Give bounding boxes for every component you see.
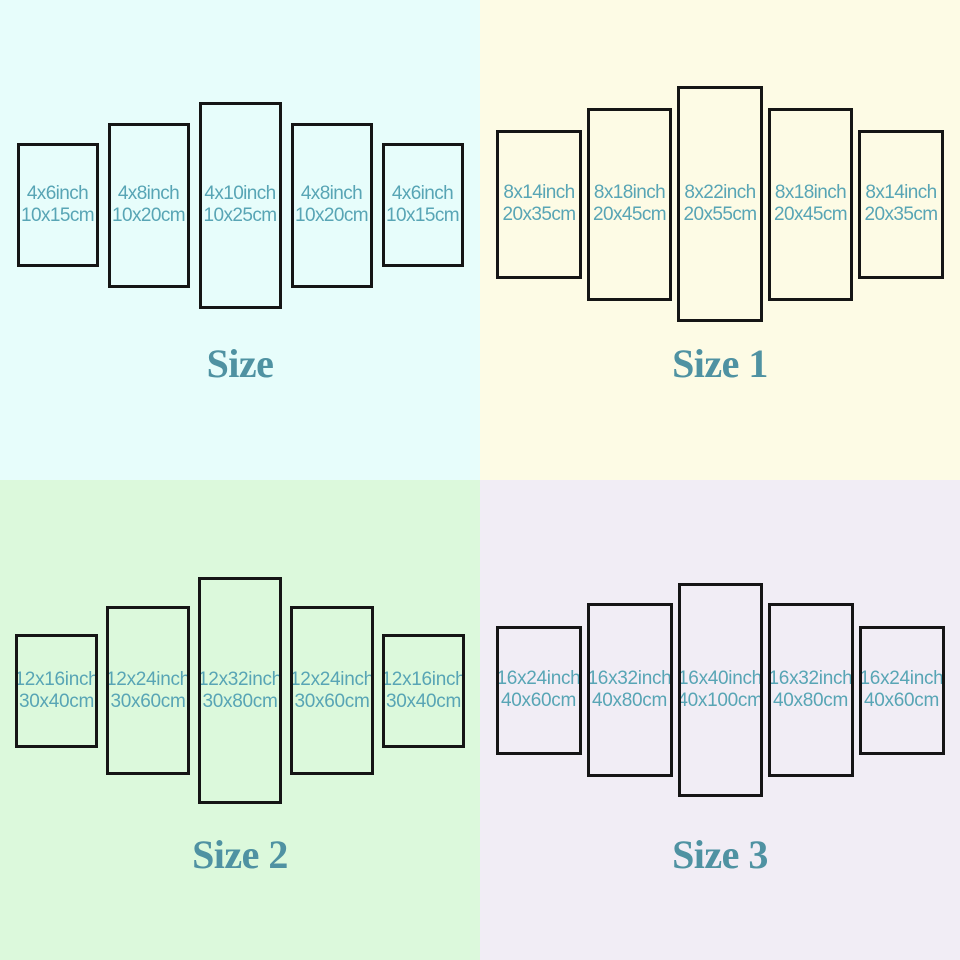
- canvas-panel: 12x16inch 30x40cm: [15, 633, 98, 748]
- panel-inch-label: 12x16inch: [382, 668, 465, 690]
- canvas-panel: 16x32inch 40x80cm: [586, 603, 673, 777]
- panel-cm-label: 30x80cm: [202, 690, 278, 712]
- panel-inch-label: 16x24inch: [496, 668, 581, 689]
- quadrant-title: Size 1: [672, 341, 768, 386]
- canvas-panel: 12x24inch 30x60cm: [106, 606, 190, 775]
- canvas-panel: 8x22inch 20x55cm: [677, 86, 763, 322]
- panel-cm-label: 40x60cm: [864, 690, 939, 711]
- panel-cm-label: 30x60cm: [110, 690, 186, 712]
- panel-cm-label: 20x55cm: [683, 204, 758, 225]
- panel-cm-label: 40x80cm: [773, 690, 848, 711]
- panel-inch-label: 8x14inch: [503, 182, 575, 203]
- panel-cm-label: 40x60cm: [501, 690, 576, 711]
- panel-cm-label: 30x40cm: [19, 690, 94, 712]
- canvas-panel: 12x24inch 30x60cm: [290, 606, 374, 775]
- panel-inch-label: 16x32inch: [587, 668, 672, 689]
- panel-inch-label: 8x14inch: [865, 182, 937, 203]
- panel-inch-label: 4x10inch: [204, 183, 276, 204]
- panel-row: 8x14inch 20x35cm 8x18inch 20x45cm 8x22in…: [480, 86, 960, 322]
- panel-inch-label: 12x32inch: [198, 668, 282, 690]
- panel-inch-label: 12x24inch: [106, 668, 190, 690]
- quadrant-size: 4x6inch 10x15cm 4x8inch 10x20cm 4x10inch…: [0, 0, 480, 480]
- canvas-panel: 16x24inch 40x60cm: [495, 625, 582, 755]
- panel-inch-label: 16x40inch: [678, 668, 762, 689]
- canvas-panel: 4x6inch 10x15cm: [16, 143, 99, 267]
- quadrant-size-2: 12x16inch 30x40cm 12x24inch 30x60cm 12x3…: [0, 480, 480, 960]
- canvas-panel: 8x14inch 20x35cm: [496, 129, 582, 279]
- panel-inch-label: 8x18inch: [593, 182, 666, 203]
- panel-inch-label: 4x6inch: [26, 183, 89, 204]
- canvas-panel: 12x16inch 30x40cm: [382, 633, 465, 748]
- canvas-panel: 8x18inch 20x45cm: [768, 107, 853, 301]
- canvas-panel: 4x6inch 10x15cm: [381, 143, 464, 267]
- panel-row: 12x16inch 30x40cm 12x24inch 30x60cm 12x3…: [0, 577, 480, 804]
- canvas-panel: 4x8inch 10x20cm: [107, 122, 190, 288]
- panel-inch-label: 12x24inch: [290, 668, 374, 690]
- canvas-panel: 4x10inch 10x25cm: [198, 101, 282, 309]
- panel-inch-label: 4x8inch: [117, 183, 180, 204]
- panel-cm-label: 20x45cm: [593, 204, 667, 225]
- canvas-panel: 16x40inch 40x100cm: [677, 583, 763, 797]
- panel-inch-label: 12x16inch: [15, 668, 98, 690]
- panel-cm-label: 40x80cm: [592, 690, 667, 711]
- panel-inch-label: 4x6inch: [391, 183, 454, 204]
- panel-cm-label: 30x60cm: [294, 690, 370, 712]
- panel-cm-label: 30x40cm: [386, 690, 461, 712]
- canvas-panel: 8x18inch 20x45cm: [587, 107, 672, 301]
- quadrant-size-1: 8x14inch 20x35cm 8x18inch 20x45cm 8x22in…: [480, 0, 960, 480]
- canvas-panel: 8x14inch 20x35cm: [858, 129, 944, 279]
- panel-row: 16x24inch 40x60cm 16x32inch 40x80cm 16x4…: [480, 583, 960, 797]
- panel-inch-label: 16x24inch: [859, 668, 944, 689]
- canvas-panel: 16x32inch 40x80cm: [767, 603, 854, 777]
- panel-inch-label: 16x32inch: [768, 668, 853, 689]
- canvas-panel: 16x24inch 40x60cm: [858, 625, 945, 755]
- panel-cm-label: 10x15cm: [21, 205, 95, 226]
- panel-cm-label: 10x20cm: [295, 205, 369, 226]
- quadrant-title: Size 2: [192, 832, 288, 877]
- panel-cm-label: 10x20cm: [112, 205, 186, 226]
- panel-cm-label: 20x45cm: [774, 204, 848, 225]
- canvas-panel: 12x32inch 30x80cm: [198, 577, 282, 804]
- canvas-panel: 4x8inch 10x20cm: [290, 122, 373, 288]
- panel-cm-label: 10x15cm: [386, 205, 460, 226]
- panel-row: 4x6inch 10x15cm 4x8inch 10x20cm 4x10inch…: [0, 101, 480, 309]
- panel-inch-label: 4x8inch: [300, 183, 363, 204]
- panel-cm-label: 10x25cm: [203, 205, 278, 226]
- panel-cm-label: 20x35cm: [864, 204, 939, 225]
- panel-inch-label: 8x22inch: [684, 182, 756, 203]
- quadrant-title: Size 3: [672, 832, 768, 877]
- panel-cm-label: 20x35cm: [502, 204, 577, 225]
- quadrant-size-3: 16x24inch 40x60cm 16x32inch 40x80cm 16x4…: [480, 480, 960, 960]
- panel-inch-label: 8x18inch: [774, 182, 847, 203]
- quadrant-title: Size: [206, 341, 274, 386]
- panel-cm-label: 40x100cm: [677, 690, 763, 711]
